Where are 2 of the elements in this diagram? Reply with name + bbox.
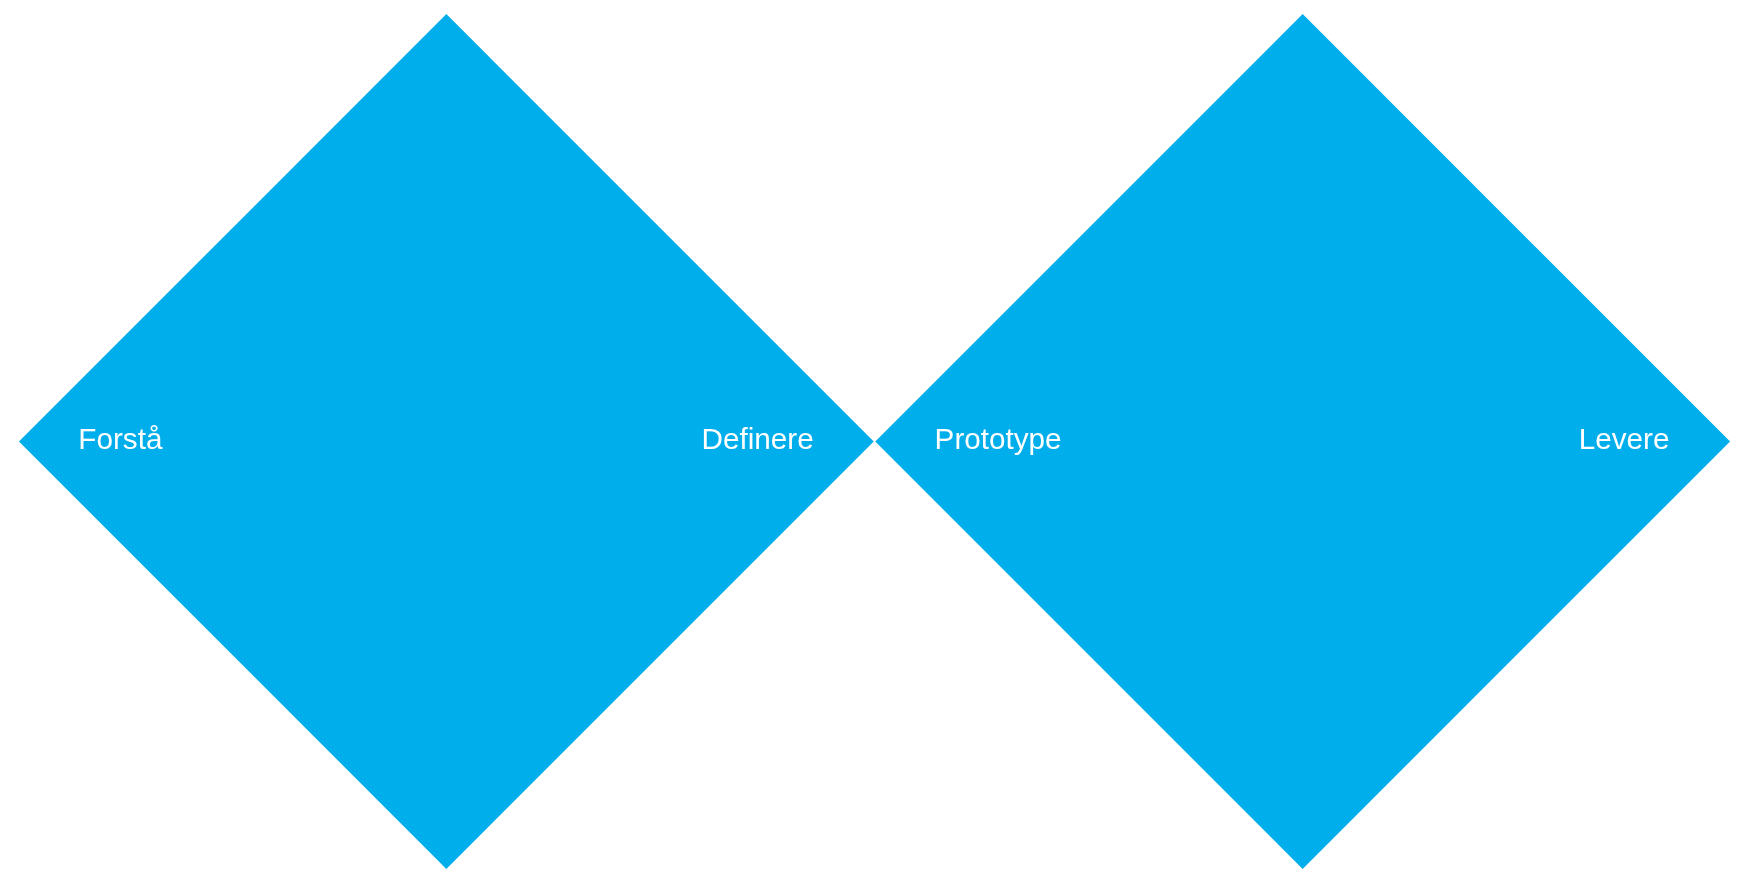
node-diamond: Prototype Levere <box>874 14 1730 869</box>
node-diamond: Forstå Definere <box>18 14 874 869</box>
